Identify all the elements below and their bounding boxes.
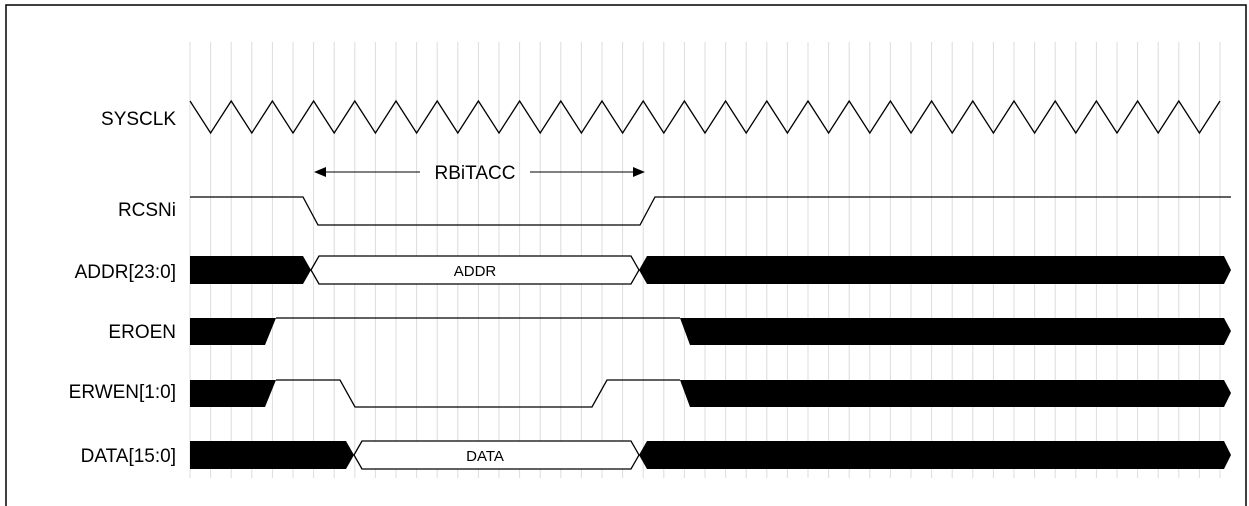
data-invalid-start [190, 441, 354, 469]
erwen-invalid-end [680, 380, 1231, 407]
erwen-signal [190, 379, 1231, 408]
addr-invalid-end [639, 256, 1231, 284]
arrow-left-icon [314, 167, 326, 177]
addr-value-label: ADDR [454, 263, 497, 280]
rcsni-waveform [190, 196, 1231, 226]
eroen-signal [190, 317, 1231, 345]
signal-label-data: DATA[15:0] [81, 446, 176, 467]
addr-invalid-start [190, 256, 311, 284]
diagram-frame [5, 4, 1247, 506]
sysclk-waveform [189, 99, 1221, 135]
signal-label-erwen: ERWEN[1:0] [69, 382, 176, 403]
data-bus: DATA [190, 440, 1231, 470]
addr-bus: ADDR [190, 255, 1231, 285]
rbitacc-annotation: RBiTACC [314, 163, 645, 184]
eroen-invalid-start [190, 318, 276, 345]
erwen-waveform [276, 379, 680, 408]
signal-label-sysclk: SYSCLK [101, 109, 176, 130]
rbitacc-label: RBiTACC [435, 163, 516, 184]
signal-label-rcsni: RCSNi [118, 200, 176, 221]
data-value-label: DATA [466, 448, 504, 465]
eroen-invalid-end [680, 318, 1231, 345]
data-invalid-end [639, 441, 1231, 469]
arrow-right-icon [633, 167, 645, 177]
signal-label-eroen: EROEN [108, 322, 176, 343]
signal-label-addr: ADDR[23:0] [75, 262, 176, 283]
erwen-invalid-start [190, 380, 276, 407]
